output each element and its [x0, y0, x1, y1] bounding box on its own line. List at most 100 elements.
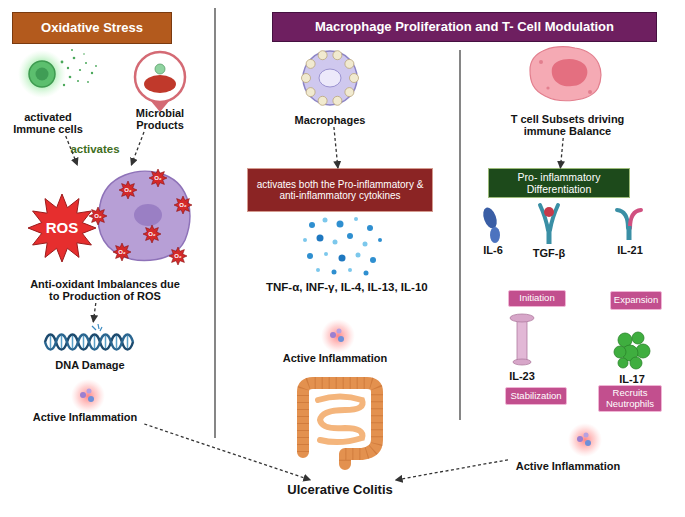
stage-tag: Initiation: [508, 290, 566, 307]
inflammation-glow: [584, 433, 589, 438]
il23-icon: [513, 359, 531, 365]
dna-icon: [50, 336, 52, 348]
t-cell-icon: [539, 60, 543, 64]
microbial-products-icon: [144, 75, 176, 93]
tgf-beta-icon: [547, 228, 552, 244]
dna-icon: [51, 336, 128, 348]
node-text: Macrophages: [295, 114, 366, 127]
cytokine-dots: [303, 238, 307, 242]
t-cell-icon: [530, 47, 601, 101]
il23-icon: [510, 314, 534, 365]
molecule-label: O₂: [170, 252, 186, 260]
cytokine-list: TNF-α, INF-γ, IL-4, IL-13, IL-10: [266, 281, 428, 294]
colon-icon: [318, 397, 363, 443]
stage-tag: Stabilization: [505, 387, 567, 405]
cell-icon: [134, 204, 162, 226]
cytokine-dots: [339, 255, 346, 262]
cytokine-dots: [348, 268, 352, 272]
il23-icon: [510, 314, 534, 322]
cytokine-dots: [356, 253, 361, 258]
dna-icon: [45, 335, 133, 350]
divider-line: [459, 50, 460, 420]
immune-cell-icon: [18, 50, 66, 98]
cytokine-dots: [354, 217, 358, 221]
node-text: Ulcerative Colitis: [287, 483, 393, 497]
macrophage-icon: [333, 51, 342, 60]
cytokine-dots: [316, 268, 320, 272]
dna-icon: [127, 336, 129, 348]
immune-cell-icon: [36, 68, 49, 81]
dna-icon: [83, 336, 85, 348]
molecule-label: O₂: [144, 230, 160, 238]
dna-icon: [45, 324, 133, 350]
node-text: Microbial Products: [125, 107, 195, 132]
il21-icon: [630, 210, 641, 228]
microbial-products-icon: [135, 52, 185, 102]
icon-caption: Active Inflammation: [508, 425, 628, 473]
immune-cell-icon: [61, 49, 97, 86]
node-text: Oxidative Stress: [41, 21, 143, 35]
icon-label: ROS: [37, 219, 87, 237]
inflammation-glow: [87, 389, 92, 394]
node-text: DNA Damage: [55, 359, 124, 372]
inflammation-glow: [80, 392, 86, 398]
superoxide-burst: [169, 247, 187, 265]
node-text: activated Immune cells: [8, 111, 88, 136]
cytokine-dots: [323, 218, 328, 223]
immune-cell-icon: [77, 80, 79, 82]
icon-caption: Active Inflammation: [280, 352, 390, 365]
il17-icon: [614, 346, 626, 358]
macrophage-icon: [345, 88, 354, 97]
immune-cell-icon: [69, 76, 72, 79]
ros-star: [28, 194, 96, 262]
superoxide-burst: [174, 196, 192, 214]
t-cell-icon: [546, 86, 549, 89]
macrophage-icon: [306, 88, 315, 97]
dna-icon: [72, 336, 74, 348]
cytokine-dots: [332, 270, 337, 275]
molecule-label: O₂: [114, 248, 130, 256]
stage-tag: Expansion: [610, 291, 662, 310]
dashed-arrow: [93, 303, 96, 322]
superoxide-burst: [89, 207, 107, 225]
tgf-beta-icon: [544, 207, 554, 217]
header-box: Macrophage Proliferation and T- Cell Mod…: [272, 12, 657, 42]
cytokine-dots: [370, 257, 376, 263]
cytokine-dots: [378, 238, 382, 242]
cytokine-dots: [347, 233, 353, 239]
dna-icon: [92, 324, 102, 331]
immune-cell-icon: [79, 69, 81, 71]
node-text: Active Inflammation: [33, 411, 138, 424]
cytokine-label: IL-21: [612, 244, 648, 257]
cytokine-label: IL-6: [477, 244, 509, 257]
il17-icon: [618, 358, 628, 368]
il21-icon: [617, 210, 641, 240]
superoxide-burst: [149, 169, 167, 187]
macrophage-icon: [302, 74, 311, 83]
dna-icon: [61, 336, 63, 348]
inflammation-glow: [88, 396, 94, 402]
t-cell-icon: [588, 90, 592, 94]
cell-icon: [98, 171, 190, 260]
node-text: T cell Subsets driving immune Balance: [490, 113, 645, 138]
stage-tag: Recruits Neutrophils: [598, 385, 662, 412]
il21-icon: [617, 210, 628, 228]
process-box: Pro- inflammatory Differentiation: [488, 168, 630, 198]
t-cell-icon: [552, 59, 588, 86]
t-cell-icon: [530, 47, 601, 101]
il17-icon: [632, 332, 644, 344]
microbial-products-icon: [155, 64, 165, 74]
dna-icon: [45, 335, 133, 350]
outcome-title: Ulcerative Colitis: [265, 480, 415, 500]
molecule-label: O₂: [175, 201, 191, 209]
il23-icon: [517, 318, 527, 361]
macrophage-icon: [302, 51, 359, 106]
superoxide-burst: [119, 181, 137, 199]
dashed-arrow: [334, 127, 338, 168]
dashed-arrow: [560, 138, 563, 168]
superoxide-burst: [143, 225, 161, 243]
cytokine-dots: [309, 222, 315, 228]
immune-cell-icon: [83, 53, 85, 55]
colon-icon: [303, 383, 377, 464]
